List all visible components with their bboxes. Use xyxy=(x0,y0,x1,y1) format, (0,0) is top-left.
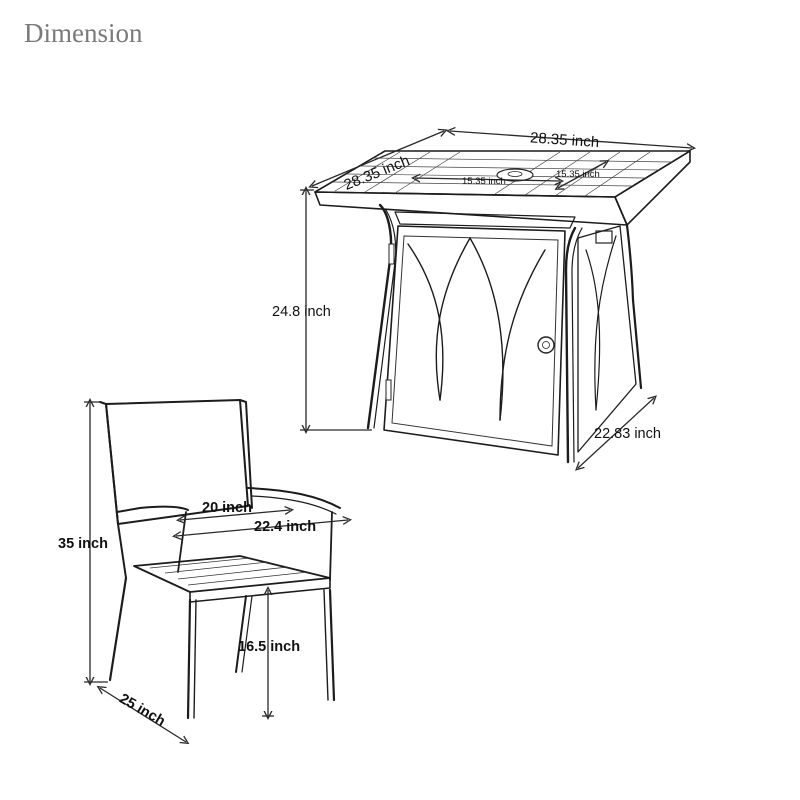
burner-width-label: 15.35 inch xyxy=(462,176,506,187)
table-base-depth-label: 22.83 inch xyxy=(594,426,661,442)
chair-dimension-lines xyxy=(84,402,348,742)
chair-height-label: 35 inch xyxy=(58,536,108,552)
chair-seat-width-label: 20 inch xyxy=(202,500,252,516)
table-dimension-lines xyxy=(300,131,692,468)
table-height-label: 24.8 inch xyxy=(272,304,331,320)
chair-depth-label: 25 inch xyxy=(116,691,167,730)
patio-chair xyxy=(99,399,341,720)
chair-seat-height-label: 16.5 inch xyxy=(238,639,300,655)
page-title: Dimension xyxy=(24,18,143,48)
chair-arm-width-label: 22.4 inch xyxy=(254,519,316,535)
table-top xyxy=(314,150,691,226)
fire-table xyxy=(314,150,691,464)
burner-depth-label: 15.35 inch xyxy=(556,169,600,180)
table-width-label: 28.35 inch xyxy=(529,129,599,151)
